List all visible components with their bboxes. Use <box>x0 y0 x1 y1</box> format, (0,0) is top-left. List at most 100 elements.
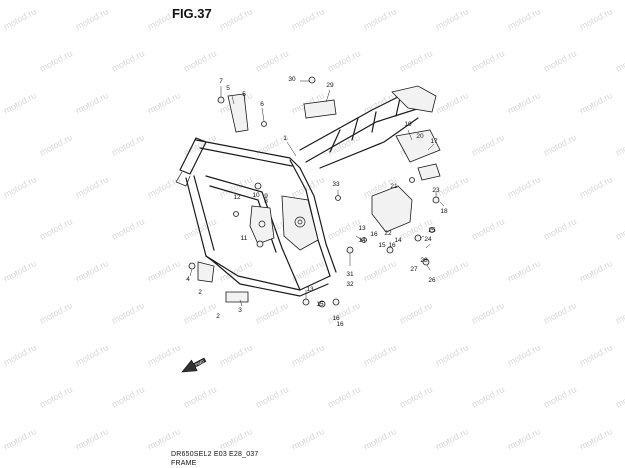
watermark-text: motod.ru <box>146 426 182 452</box>
watermark-text: motod.ru <box>542 216 578 242</box>
watermark-text: motod.ru <box>578 6 614 32</box>
engine-mount-plate <box>249 205 275 245</box>
watermark-text: motod.ru <box>110 48 146 74</box>
callout-15: 15 <box>316 301 324 308</box>
arrow-icon: FWD <box>181 357 207 373</box>
watermark-text: motod.ru <box>38 48 74 74</box>
callout-13: 13 <box>358 225 366 232</box>
front-footrest-plate <box>197 261 215 283</box>
callout-5: 5 <box>242 91 246 98</box>
callout-19: 19 <box>404 121 412 128</box>
callout-20: 20 <box>416 133 424 140</box>
figure-title: FIG.37 <box>172 6 212 21</box>
callout-15: 15 <box>378 242 386 249</box>
watermark-text: motod.ru <box>146 90 182 116</box>
callout-10: 10 <box>252 192 260 199</box>
watermark-text: motod.ru <box>614 132 625 158</box>
side-plate <box>371 185 413 233</box>
callout-16: 16 <box>388 242 396 249</box>
callout-26: 26 <box>428 277 436 284</box>
watermark-text: motod.ru <box>470 384 506 410</box>
callout-30: 30 <box>288 76 296 83</box>
callout-29: 29 <box>326 82 334 89</box>
callout-11: 11 <box>241 235 248 242</box>
watermark-text: motod.ru <box>254 300 290 326</box>
model-code: DR650SEL2 E03 E28_037 <box>171 451 259 458</box>
watermark-text: motod.ru <box>74 342 110 368</box>
watermark-text: motod.ru <box>362 426 398 452</box>
callout-17: 17 <box>430 138 438 145</box>
watermark-text: motod.ru <box>182 48 218 74</box>
watermark-text: motod.ru <box>110 300 146 326</box>
watermark-text: motod.ru <box>38 384 74 410</box>
watermark-text: motod.ru <box>218 6 254 32</box>
watermark-text: motod.ru <box>74 6 110 32</box>
callout-3: 3 <box>238 307 242 314</box>
callout-7: 7 <box>219 78 223 85</box>
callout-5: 5 <box>226 85 230 92</box>
watermark-text: motod.ru <box>578 426 614 452</box>
callout-14: 14 <box>358 237 366 244</box>
callout-2: 2 <box>216 313 220 320</box>
engine-bracket-upper <box>227 93 249 133</box>
watermark-text: motod.ru <box>326 300 362 326</box>
callout-2: 2 <box>198 289 202 296</box>
watermark-text: motod.ru <box>506 90 542 116</box>
callout-32: 32 <box>346 281 354 288</box>
watermark-text: motod.ru <box>74 258 110 284</box>
watermark-text: motod.ru <box>218 426 254 452</box>
watermark-text: motod.ru <box>398 300 434 326</box>
watermark-text: motod.ru <box>110 132 146 158</box>
watermark-text: motod.ru <box>38 216 74 242</box>
watermark-text: motod.ru <box>578 90 614 116</box>
rear-fender-mount <box>391 85 437 113</box>
frame-drawing <box>175 76 445 308</box>
callout-28: 28 <box>420 257 428 264</box>
watermark-text: motod.ru <box>506 174 542 200</box>
callout-25: 25 <box>428 227 436 234</box>
watermark-text: motod.ru <box>146 174 182 200</box>
watermark-text: motod.ru <box>74 90 110 116</box>
battery-holder <box>395 129 441 163</box>
watermark-text: motod.ru <box>470 132 506 158</box>
watermark-text: motod.ru <box>470 216 506 242</box>
watermark-text: motod.ru <box>2 342 38 368</box>
callout-18: 18 <box>440 208 448 215</box>
watermark-text: motod.ru <box>434 342 470 368</box>
callout-33: 33 <box>332 181 340 188</box>
watermark-text: motod.ru <box>506 426 542 452</box>
callout-31: 31 <box>346 271 354 278</box>
watermark-text: motod.ru <box>614 384 625 410</box>
watermark-text: motod.ru <box>290 426 326 452</box>
callout-24: 24 <box>424 236 432 243</box>
callout-16: 16 <box>332 315 340 322</box>
watermark-text: motod.ru <box>434 6 470 32</box>
watermark-text: motod.ru <box>470 300 506 326</box>
watermark-text: motod.ru <box>182 216 218 242</box>
callout-12: 12 <box>233 194 241 201</box>
callout-1: 1 <box>283 135 287 142</box>
watermark-text: motod.ru <box>398 48 434 74</box>
watermark-text: motod.ru <box>614 48 625 74</box>
watermark-text: motod.ru <box>614 300 625 326</box>
watermark-text: motod.ru <box>38 132 74 158</box>
watermark-text: motod.ru <box>290 342 326 368</box>
watermark-text: motod.ru <box>2 426 38 452</box>
watermark-text: motod.ru <box>326 216 362 242</box>
watermark-text: motod.ru <box>506 342 542 368</box>
watermark-text: motod.ru <box>578 258 614 284</box>
main-top-tube <box>195 139 301 169</box>
guard-plate <box>417 163 441 181</box>
watermark-text: motod.ru <box>362 258 398 284</box>
watermark-text: motod.ru <box>2 258 38 284</box>
watermark-text: motod.ru <box>290 6 326 32</box>
pivot-gusset <box>281 195 319 251</box>
watermark-text: motod.ru <box>614 216 625 242</box>
watermark-text: motod.ru <box>578 174 614 200</box>
watermark-text: motod.ru <box>254 384 290 410</box>
watermark-text: motod.ru <box>542 132 578 158</box>
watermark-text: motod.ru <box>434 258 470 284</box>
watermark-text: motod.ru <box>326 132 362 158</box>
